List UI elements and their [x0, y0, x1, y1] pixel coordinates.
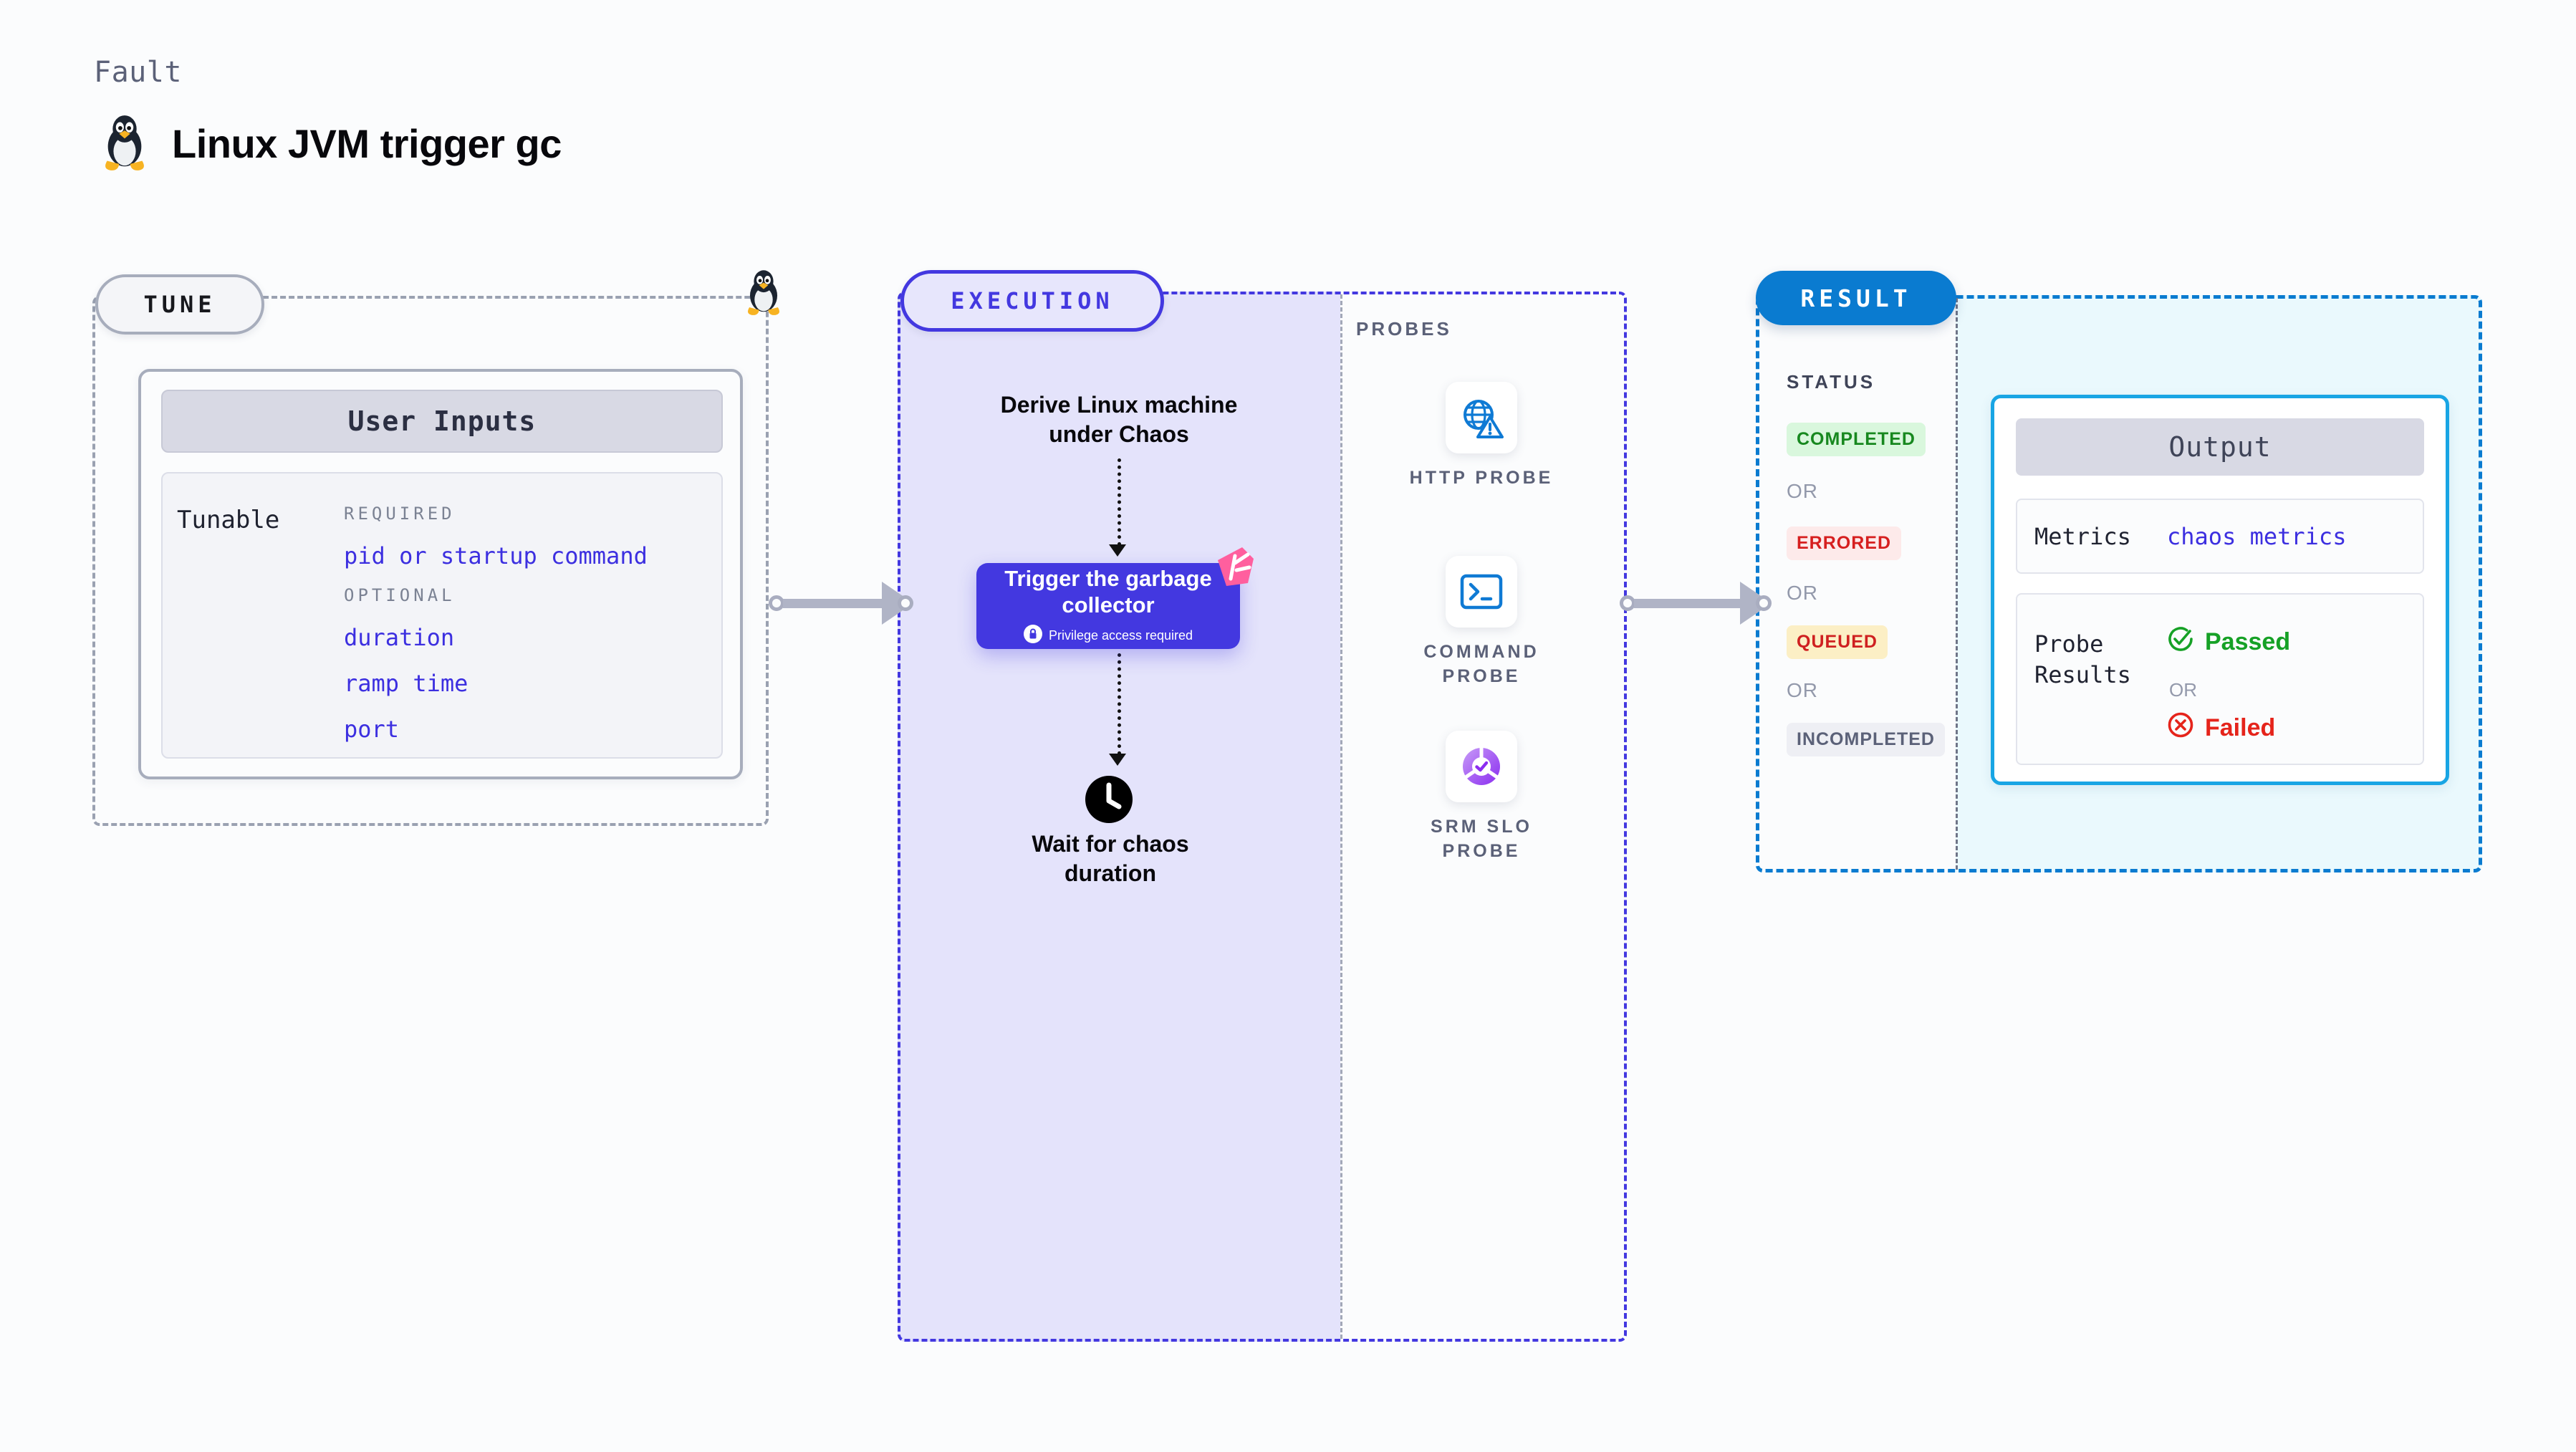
probe-caption-command: COMMAND PROBE — [1423, 642, 1539, 686]
execution-stage-pill[interactable]: EXECUTION — [900, 270, 1164, 332]
privilege-notice: Privilege access required — [1023, 625, 1193, 646]
output-card-header: Output — [2016, 418, 2424, 476]
privilege-notice-label: Privilege access required — [1048, 628, 1193, 643]
execution-stage-label: EXECUTION — [951, 287, 1114, 314]
tunable-item-ramp-time[interactable]: ramp time — [344, 670, 468, 697]
probe-item-http[interactable]: HTTP PROBE — [1399, 382, 1564, 491]
metrics-value[interactable]: chaos metrics — [2167, 522, 2347, 550]
connector-shaft — [1634, 598, 1743, 608]
required-group-label: REQUIRED — [344, 504, 456, 524]
dotted-arrowhead-derive — [1109, 544, 1126, 557]
connector-shaft — [783, 598, 885, 608]
probe-item-command[interactable]: COMMAND PROBE — [1399, 556, 1564, 689]
wait-duration-step-label: Wait for chaos duration — [1032, 831, 1189, 886]
connector-end-dot — [898, 595, 913, 611]
dotted-connector-trigger-to-wait — [1118, 653, 1121, 755]
harness-logo-icon — [1213, 546, 1258, 589]
probe-caption-srm-slo: SRM SLO PROBE — [1431, 817, 1532, 861]
probe-result-failed: Failed — [2166, 711, 2275, 746]
connector-tune-to-execution — [769, 582, 913, 625]
globe-warning-icon — [1446, 382, 1517, 453]
linux-penguin-icon — [743, 268, 784, 318]
status-badge-completed: COMPLETED — [1787, 423, 1926, 456]
page-title-row: Linux JVM trigger gc — [99, 115, 562, 172]
tunable-panel: Tunable REQUIRED pid or startup command … — [161, 472, 723, 759]
tunable-item-pid[interactable]: pid or startup command — [344, 542, 648, 569]
connector-start-dot — [1620, 595, 1635, 611]
status-or-label: OR — [1787, 582, 1818, 604]
probe-result-passed-label: Passed — [2205, 628, 2291, 655]
probe-caption-http: HTTP PROBE — [1409, 468, 1554, 488]
fault-eyebrow-label: Fault — [94, 56, 182, 89]
tunable-item-duration[interactable]: duration — [344, 624, 455, 651]
probe-result-or-label: OR — [2169, 679, 2197, 701]
clock-icon — [1083, 774, 1135, 825]
derive-machine-step-label: Derive Linux machine under Chaos — [1000, 392, 1238, 447]
status-or-label: OR — [1787, 480, 1818, 502]
check-circle-icon — [2166, 625, 2195, 660]
connector-start-dot — [769, 595, 784, 611]
output-card: Output Metrics chaos metrics Probe Resul… — [1991, 395, 2449, 785]
metrics-row: Metrics chaos metrics — [2016, 499, 2424, 574]
probe-result-failed-label: Failed — [2205, 714, 2276, 741]
probe-item-srm-slo[interactable]: SRM SLO PROBE — [1399, 731, 1564, 864]
dotted-arrowhead-wait — [1109, 754, 1126, 766]
probes-column-divider — [1340, 294, 1342, 1339]
execution-panel — [898, 292, 1627, 1342]
tunable-item-port[interactable]: port — [344, 716, 400, 743]
probe-results-label: Probe Results — [2034, 630, 2131, 688]
connector-end-dot — [1756, 595, 1772, 611]
page-title: Linux JVM trigger gc — [172, 120, 562, 166]
probes-section-label: PROBES — [1356, 318, 1452, 340]
tunable-row-label: Tunable — [177, 506, 280, 534]
optional-group-label: OPTIONAL — [344, 585, 456, 605]
trigger-gc-title: Trigger the garbage collector — [1004, 565, 1212, 617]
lock-icon — [1023, 625, 1042, 646]
metrics-label: Metrics — [2034, 522, 2131, 550]
slo-donut-check-icon — [1446, 731, 1517, 802]
x-circle-icon — [2166, 711, 2195, 746]
status-section-label: STATUS — [1787, 371, 1876, 393]
probe-result-passed: Passed — [2166, 625, 2290, 660]
result-column-divider — [1956, 298, 1958, 870]
connector-execution-to-result — [1620, 582, 1772, 625]
status-badge-incompleted: INCOMPLETED — [1787, 723, 1945, 756]
tune-panel — [92, 296, 769, 826]
result-stage-pill[interactable]: RESULT — [1756, 271, 1956, 325]
trigger-gc-step-card[interactable]: Trigger the garbage collector Privilege … — [976, 563, 1240, 649]
status-badge-errored: ERRORED — [1787, 527, 1902, 560]
probe-results-row: Probe Results Passed OR Failed — [2016, 593, 2424, 765]
status-or-label: OR — [1787, 679, 1818, 701]
tunable-list: REQUIRED pid or startup command OPTIONAL… — [344, 495, 709, 759]
status-badge-queued: QUEUED — [1787, 625, 1888, 659]
linux-penguin-icon — [99, 115, 150, 172]
terminal-icon — [1446, 556, 1517, 628]
tune-stage-pill[interactable]: TUNE — [95, 274, 264, 335]
tune-stage-label: TUNE — [143, 291, 216, 318]
user-inputs-header: User Inputs — [161, 390, 723, 453]
dotted-connector-derive-to-trigger — [1118, 458, 1121, 546]
user-inputs-card: User Inputs Tunable REQUIRED pid or star… — [138, 369, 743, 779]
result-stage-label: RESULT — [1800, 284, 1912, 312]
